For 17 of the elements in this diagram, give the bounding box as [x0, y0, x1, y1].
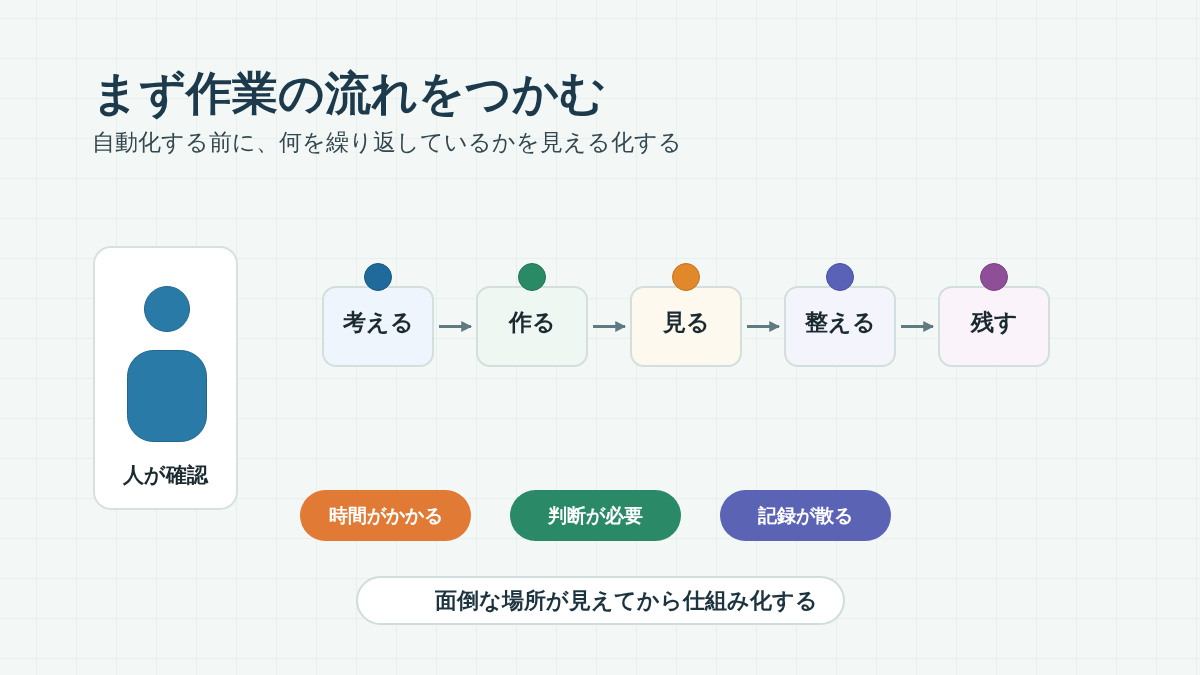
arrow: [439, 321, 473, 332]
step-box: 整える: [784, 286, 896, 367]
tag-pill: 時間がかかる: [300, 490, 471, 541]
step-box: 残す: [938, 286, 1050, 367]
step-box: 作る: [476, 286, 588, 367]
tag-pill: 記録が散る: [720, 490, 891, 541]
subtitle: 自動化する前に、何を繰り返しているかを見える化する: [92, 128, 682, 156]
arrow: [747, 321, 781, 332]
step-box: 見る: [630, 286, 742, 367]
arrow: [593, 321, 627, 332]
tag-pill: 判断が必要: [510, 490, 681, 541]
note-box: 面倒な場所が見えてから仕組み化する: [356, 576, 845, 625]
arrow: [901, 321, 935, 332]
person-label: 人が確認: [122, 462, 210, 488]
title: まず作業の流れをつかむ: [92, 66, 606, 120]
step-box: 考える: [322, 286, 434, 367]
person-card: [93, 246, 238, 510]
